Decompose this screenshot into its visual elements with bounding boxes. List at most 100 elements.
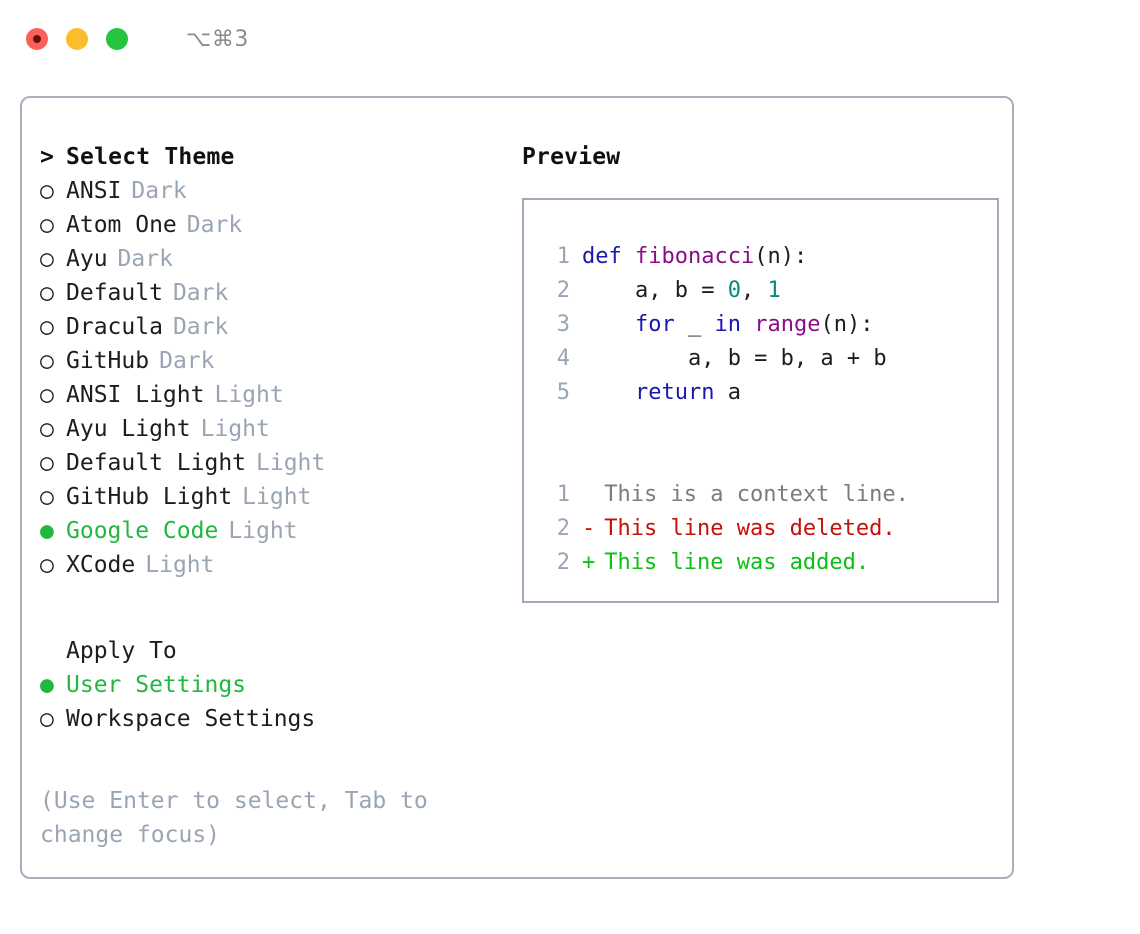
theme-variant-badge: Dark (159, 348, 215, 374)
theme-name: Ayu Light (66, 416, 191, 442)
code-token-keyword: return (634, 380, 715, 405)
diff-line-context: 1 This is a context line. (542, 478, 997, 512)
theme-list-item[interactable]: ○ ANSI Light Light (40, 378, 502, 412)
theme-list-item[interactable]: ○ ANSI Dark (40, 174, 502, 208)
code-blank-line (542, 444, 997, 478)
code-token-function: fibonacci (634, 244, 755, 269)
code-token-plain: a (714, 380, 741, 405)
theme-variant-badge: Light (242, 484, 312, 510)
theme-name: ANSI (66, 178, 122, 204)
page-title: Select Theme (66, 144, 235, 170)
code-token-plain: (n): (820, 312, 874, 337)
radio-unselected-icon[interactable]: ○ (40, 314, 54, 340)
theme-picker-pane: > Select Theme ○ ANSI Dark ○ Atom One Da… (40, 140, 502, 877)
keyboard-shortcut-label: ⌥⌘3 (186, 26, 249, 52)
theme-variant-badge: Dark (172, 280, 229, 306)
line-number: 3 (556, 312, 570, 337)
keyboard-hint-text: (Use Enter to select, Tab to change focu… (40, 788, 428, 848)
code-token-number: 1 (767, 278, 781, 303)
theme-list-item[interactable]: ○ GitHub Dark (40, 344, 502, 378)
theme-variant-badge: Light (214, 382, 284, 408)
maximize-window-button[interactable] (106, 28, 128, 50)
diff-marker: - (582, 516, 596, 541)
theme-list-item[interactable]: ○ Ayu Light Light (40, 412, 502, 446)
apply-to-item-selected[interactable]: ● User Settings (40, 668, 502, 702)
line-number: 2 (556, 278, 570, 303)
theme-list-item[interactable]: ○ XCode Light (40, 548, 502, 582)
theme-list-item-selected[interactable]: ● Google Code Light (40, 514, 502, 548)
diff-marker: + (582, 550, 596, 575)
theme-name: XCode (66, 552, 136, 578)
code-blank-line (542, 410, 997, 444)
code-line: 2 a, b = 0 , 1 (542, 274, 997, 308)
theme-variant-badge: Dark (117, 246, 173, 272)
code-token-function: range (754, 312, 821, 337)
radio-selected-icon[interactable]: ● (40, 518, 54, 544)
theme-name: Ayu (66, 246, 108, 272)
code-token-plain: , (740, 278, 768, 303)
theme-variant-badge: Light (145, 552, 215, 578)
code-line: 1 def fibonacci (n): (542, 240, 997, 274)
theme-list-item[interactable]: ○ Default Light Light (40, 446, 502, 480)
line-number: 1 (556, 482, 570, 507)
theme-list-item[interactable]: ○ Atom One Dark (40, 208, 502, 242)
radio-unselected-icon[interactable]: ○ (40, 416, 54, 442)
code-token-plain (741, 308, 754, 342)
theme-name: Default (66, 280, 163, 306)
theme-variant-badge: Light (200, 416, 270, 442)
code-token-plain (582, 376, 635, 410)
code-token-plain (582, 308, 635, 342)
theme-list-item[interactable]: ○ GitHub Light Light (40, 480, 502, 514)
radio-unselected-icon[interactable]: ○ (40, 348, 54, 374)
theme-list-item[interactable]: ○ Ayu Dark (40, 242, 502, 276)
apply-to-title-row: Apply To (40, 634, 502, 668)
radio-unselected-icon[interactable]: ○ (40, 706, 54, 732)
preview-title: Preview (522, 144, 621, 170)
radio-unselected-icon[interactable]: ○ (40, 450, 54, 476)
code-token-keyword: in (714, 312, 741, 337)
theme-name: ANSI Light (66, 382, 205, 408)
theme-variant-badge: Dark (172, 314, 229, 340)
radio-unselected-icon[interactable]: ○ (40, 178, 54, 204)
code-token-plain: (n): (754, 244, 808, 269)
radio-unselected-icon[interactable]: ○ (40, 212, 54, 238)
theme-name: Default Light (66, 450, 247, 476)
radio-unselected-icon[interactable]: ○ (40, 484, 54, 510)
theme-variant-badge: Dark (186, 212, 243, 238)
line-number: 2 (556, 516, 570, 541)
apply-to-option-label: Workspace Settings (66, 706, 316, 732)
line-number: 4 (556, 346, 570, 371)
prompt-caret-icon: > (40, 144, 55, 170)
theme-list-item[interactable]: ○ Dracula Dark (40, 310, 502, 344)
code-token-plain: a, b = b, a + b (582, 346, 887, 371)
radio-selected-icon[interactable]: ● (40, 672, 54, 698)
preview-pane: Preview 1 def fibonacci (n): 2 a, b = 0 … (502, 140, 1012, 877)
theme-name: GitHub (66, 348, 150, 374)
radio-unselected-icon[interactable]: ○ (40, 280, 54, 306)
apply-to-title: Apply To (66, 638, 177, 664)
diff-marker (582, 478, 595, 512)
diff-line-deleted: 2 - This line was deleted. (542, 512, 997, 546)
apply-to-option-label: User Settings (66, 672, 247, 698)
diff-text: This line was added. (604, 550, 870, 575)
theme-name: Google Code (66, 518, 219, 544)
apply-to-item[interactable]: ○ Workspace Settings (40, 702, 502, 736)
diff-line-added: 2 + This line was added. (542, 546, 997, 580)
preview-code-box: 1 def fibonacci (n): 2 a, b = 0 , 1 3 fo (522, 198, 999, 603)
code-line: 3 for _ in range (n): (542, 308, 997, 342)
minimize-window-button[interactable] (66, 28, 88, 50)
code-token-keyword: for (634, 312, 675, 337)
title-bar: ⌥⌘3 (0, 0, 1140, 78)
code-line: 5 return a (542, 376, 997, 410)
section-spacer (40, 582, 502, 634)
theme-name: Atom One (66, 212, 177, 238)
close-window-button[interactable] (26, 28, 48, 50)
radio-unselected-icon[interactable]: ○ (40, 246, 54, 272)
radio-unselected-icon[interactable]: ○ (40, 552, 54, 578)
code-line: 4 a, b = b, a + b (542, 342, 997, 376)
theme-list-item[interactable]: ○ Default Dark (40, 276, 502, 310)
radio-unselected-icon[interactable]: ○ (40, 382, 54, 408)
theme-name: GitHub Light (66, 484, 233, 510)
theme-picker-title-row: > Select Theme (40, 140, 502, 174)
theme-variant-badge: Light (256, 450, 326, 476)
